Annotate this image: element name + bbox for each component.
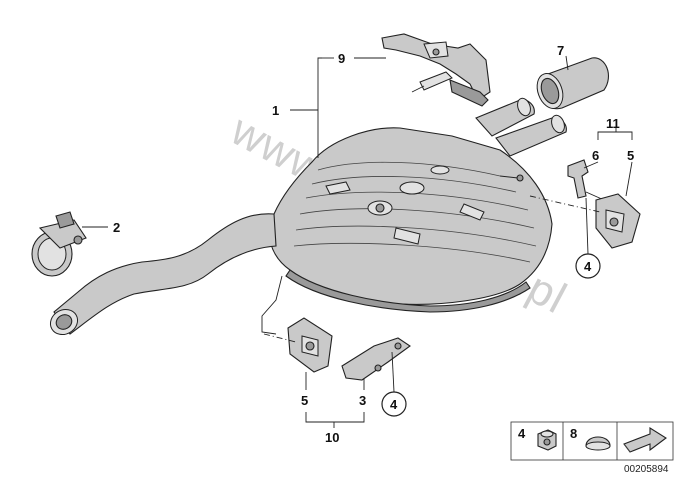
callout-9[interactable]: 9 (338, 51, 345, 66)
svg-text:8: 8 (570, 426, 577, 441)
legend-item-cap[interactable]: 8 (570, 426, 611, 451)
direction-arrow-icon (623, 427, 667, 453)
legend-item-nut[interactable]: 4 (518, 426, 557, 451)
part-inlet-pipe[interactable] (46, 213, 277, 340)
alignment-line (263, 333, 297, 343)
legend-box: 4 8 (510, 421, 674, 461)
svg-text:4: 4 (390, 397, 398, 412)
callout-6[interactable]: 6 (592, 148, 599, 163)
callout-11[interactable]: 11 (606, 116, 620, 131)
callout-2[interactable]: 2 (113, 220, 120, 235)
svg-text:4: 4 (584, 259, 592, 274)
callout-10[interactable]: 10 (325, 430, 339, 445)
callout-5-right[interactable]: 5 (627, 148, 634, 163)
svg-text:4: 4 (518, 426, 526, 441)
part-rubber-mount-lower[interactable] (287, 317, 333, 373)
callout-3[interactable]: 3 (359, 393, 366, 408)
alignment-line (529, 195, 601, 213)
diagram-number: 00205894 (624, 464, 669, 475)
callout-leaders (82, 55, 633, 428)
callout-4-right[interactable]: 4 (575, 253, 601, 279)
part-rear-silencer[interactable] (261, 96, 567, 335)
callout-4-lower[interactable]: 4 (381, 391, 407, 417)
callout-1[interactable]: 1 (272, 103, 279, 118)
part-rubber-mount-right[interactable] (595, 193, 641, 249)
part-exhaust-tip[interactable] (533, 57, 609, 112)
part-bracket[interactable] (341, 337, 411, 381)
part-clamp[interactable] (31, 211, 87, 277)
part-hanger-pin[interactable] (567, 159, 605, 201)
callout-7[interactable]: 7 (557, 43, 564, 58)
callout-5-lower[interactable]: 5 (301, 393, 308, 408)
part-hanger-bracket[interactable] (381, 33, 491, 107)
